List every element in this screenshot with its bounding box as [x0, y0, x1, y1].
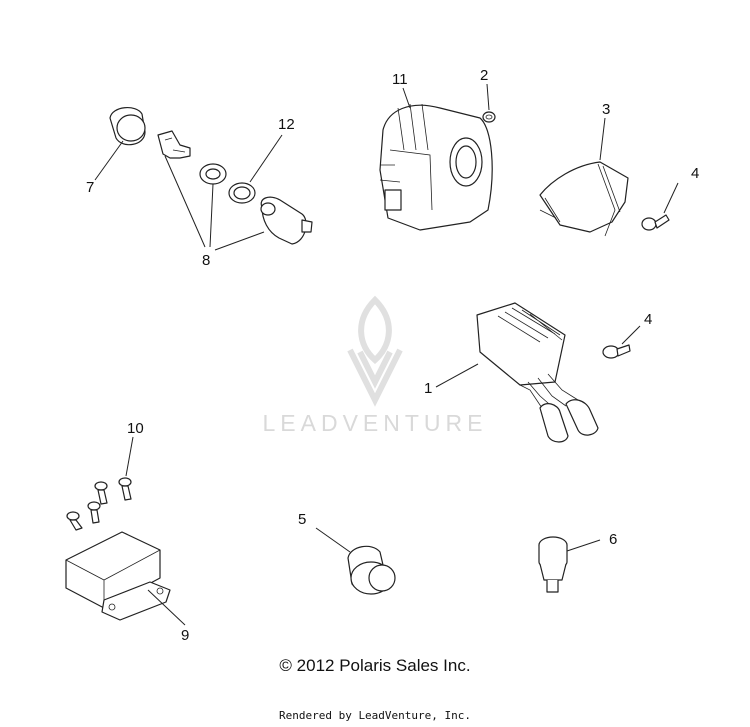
part-1-regulator: 1 [424, 302, 599, 443]
callout-1: 1 [424, 380, 432, 397]
callout-7: 7 [86, 179, 94, 196]
part-9-control-box: 9 [65, 531, 189, 644]
callout-4-lower: 4 [644, 311, 652, 328]
callout-2: 2 [480, 67, 488, 84]
part-6-pressure-switch: 6 [538, 531, 617, 593]
part-12-washer: 12 [228, 116, 295, 204]
callout-3: 3 [602, 101, 610, 118]
part-2-nut: 2 [480, 67, 496, 123]
flame-logo-icon [347, 295, 403, 407]
callout-9: 9 [181, 627, 189, 644]
callout-6: 6 [609, 531, 617, 548]
part-3-module: 3 [539, 101, 629, 237]
callout-10: 10 [127, 420, 144, 437]
callout-8: 8 [202, 252, 210, 269]
part-7-cap: 7 [86, 107, 146, 196]
part-8-key-switch-set: 8 [157, 130, 313, 269]
callout-11: 11 [392, 71, 408, 88]
part-10-screws: 10 [66, 420, 144, 531]
callout-5: 5 [298, 511, 306, 528]
leadventure-watermark: LEADVENTURE [263, 295, 488, 436]
callout-12: 12 [278, 116, 295, 133]
rendered-by-text: Rendered by LeadVenture, Inc. [278, 709, 472, 722]
copyright-text: © 2012 Polaris Sales Inc. [279, 656, 471, 675]
callout-4-upper: 4 [691, 165, 699, 182]
part-4-screw-lower: 4 [602, 311, 652, 359]
part-4-screw-upper: 4 [641, 165, 699, 231]
watermark-brand: LEADVENTURE [263, 410, 488, 436]
part-5-sensor: 5 [298, 511, 396, 595]
part-11-switch-housing: 11 [379, 71, 493, 231]
